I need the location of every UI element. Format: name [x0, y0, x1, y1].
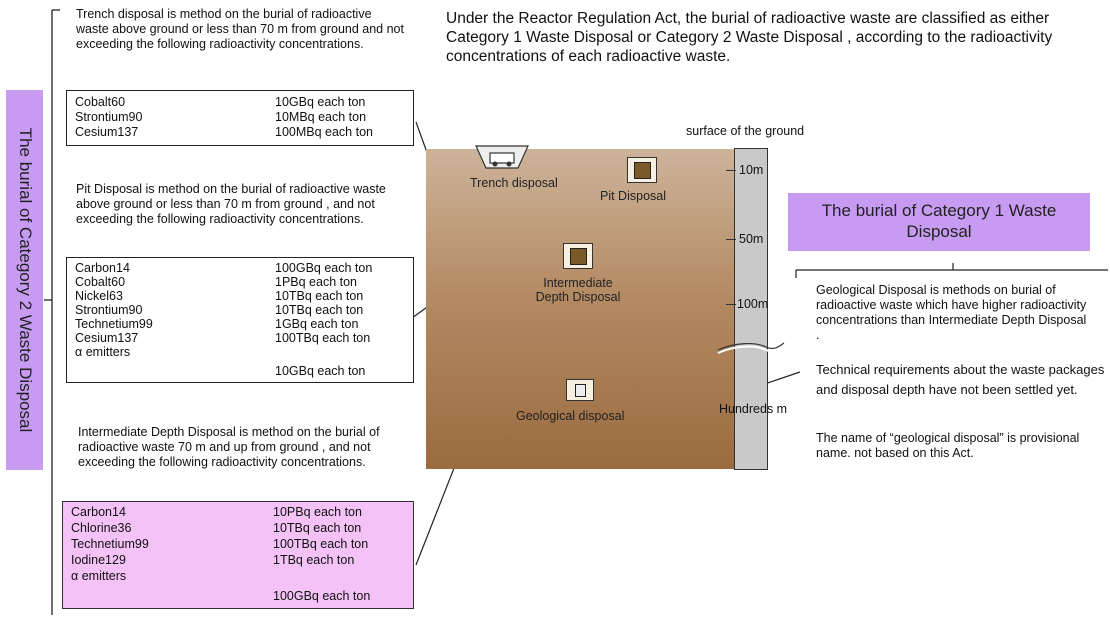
trench-table: Cobalt60 10GBq each ton Strontium90 10MB…: [66, 90, 414, 146]
surface-label: surface of the ground: [686, 124, 805, 138]
scale-break-icon: [717, 342, 785, 354]
category-2-label: The burial of Category 2 Waste Disposal: [6, 90, 43, 470]
tick-10m: [726, 170, 736, 171]
pit-limit: 1PBq each ton: [275, 275, 358, 289]
pit-nuclide: Nickel63: [75, 289, 123, 303]
pit-limit: 1GBq each ton: [275, 317, 359, 331]
trench-limit: 10GBq each ton: [275, 95, 366, 109]
intermediate-nuclide: α emitters: [71, 569, 127, 583]
intermediate-nuclide: Technetium99: [71, 537, 149, 551]
pit-facility-icon: [627, 157, 657, 183]
pit-nuclide: Cobalt60: [75, 275, 126, 289]
intermediate-description: Intermediate Depth Disposal is method on…: [78, 425, 380, 469]
trench-nuclide: Cobalt60: [75, 95, 126, 109]
trench-label: Trench disposal: [470, 176, 558, 190]
tick-100m: [726, 304, 736, 305]
trench-nuclide: Cesium137: [75, 125, 139, 139]
pit-limit: 10TBq each ton: [275, 289, 364, 303]
trench-description: Trench disposal is method on the burial …: [76, 7, 404, 51]
pit-nuclide: α emitters: [75, 345, 131, 359]
technical-requirements: Technical requirements about the waste p…: [816, 362, 1105, 397]
trench-limit: 10MBq each ton: [275, 110, 367, 124]
pit-nuclide: Strontium90: [75, 303, 143, 317]
trench-limit: 100MBq each ton: [275, 125, 373, 139]
intermediate-nuclide: Chlorine36: [71, 521, 132, 535]
depth-scale: [734, 148, 768, 470]
intermediate-limit: 100TBq each ton: [273, 537, 369, 551]
pit-nuclide: Carbon14: [75, 261, 130, 275]
depth-100m: 100m: [737, 297, 769, 311]
pit-limit: 10GBq each ton: [275, 364, 366, 378]
geological-description: Geological Disposal is methods on burial…: [816, 283, 1087, 342]
category-1-title: The burial of Category 1 Waste Disposal: [788, 193, 1090, 251]
intermediate-table: Carbon14 10PBq each ton Chlorine36 10TBq…: [62, 501, 414, 609]
header-text: Under the Reactor Regulation Act, the bu…: [446, 10, 1053, 65]
pit-nuclide: Technetium99: [75, 317, 153, 331]
trench-facility-icon: [475, 145, 529, 169]
pit-label: Pit Disposal: [600, 189, 666, 203]
pit-nuclide: Cesium137: [75, 331, 139, 345]
intermediate-label: Intermediate Depth Disposal: [535, 276, 621, 304]
depth-hundreds: Hundreds m: [719, 402, 788, 416]
pit-limit: 10TBq each ton: [275, 303, 364, 317]
trench-nuclide: Strontium90: [75, 110, 143, 124]
intermediate-limit: 100GBq each ton: [273, 589, 371, 603]
intermediate-limit: 1TBq each ton: [273, 553, 355, 567]
provisional-name-note: The name of “geological disposal” is pro…: [816, 431, 1080, 460]
intermediate-nuclide: Iodine129: [71, 553, 126, 567]
intermediate-nuclide: Carbon14: [71, 505, 126, 519]
geological-label: Geological disposal: [516, 409, 625, 423]
intermediate-limit: 10TBq each ton: [273, 521, 362, 535]
pit-description: Pit Disposal is method on the burial of …: [76, 182, 386, 226]
ground-cross-section: [426, 149, 736, 469]
depth-10m: 10m: [739, 163, 764, 177]
pit-table: Carbon14 100GBq each ton Cobalt60 1PBq e…: [66, 257, 414, 383]
intermediate-limit: 10PBq each ton: [273, 505, 362, 519]
intermediate-facility-icon: [563, 243, 593, 269]
depth-50m: 50m: [739, 232, 764, 246]
tick-50m: [726, 239, 736, 240]
pit-limit: 100TBq each ton: [275, 331, 371, 345]
pit-limit: 100GBq each ton: [275, 261, 373, 275]
category-1-title-text: The burial of Category 1 Waste Disposal: [821, 201, 1057, 241]
geological-facility-icon: [566, 379, 594, 401]
